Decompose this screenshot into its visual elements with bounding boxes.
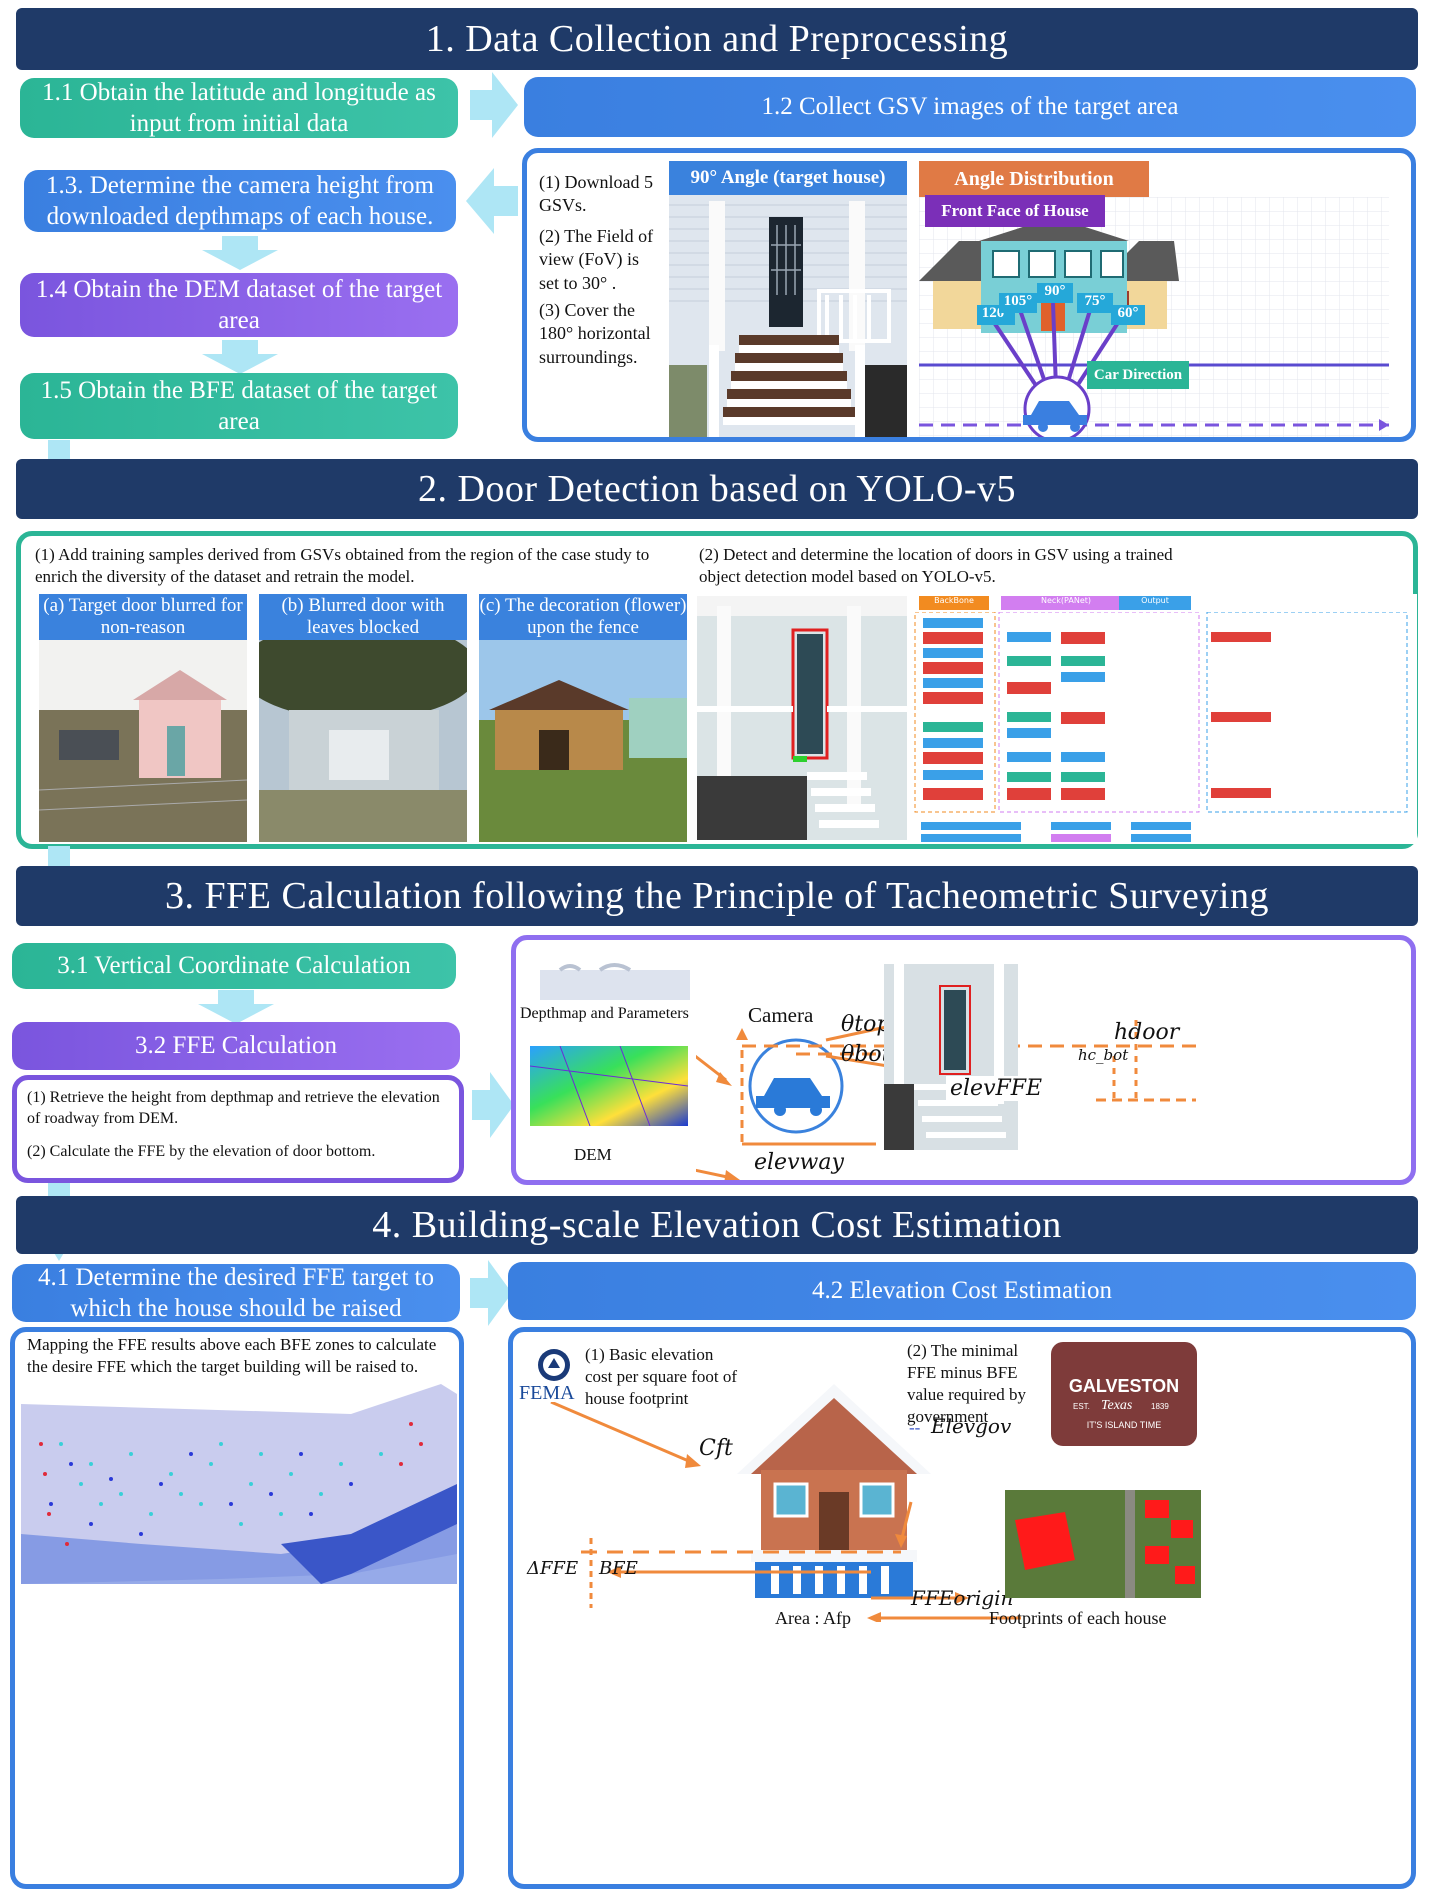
elev-ffe-label: elevFFE [946,1076,1047,1101]
caption-c: (c) The decoration (flower) upon the fen… [479,594,687,640]
right-arrow-icon [472,1072,514,1138]
galveston-year: 1839 [1151,1402,1169,1411]
bfe-map [21,1384,457,1584]
galveston-texas: Texas [1101,1398,1133,1413]
section4-header: 4. Building-scale Elevation Cost Estimat… [16,1196,1418,1254]
gsv-panel: (1) Download 5 GSVs. (2) The Field of vi… [522,148,1416,442]
h-c-bot-label: hc_bot [1078,1046,1129,1064]
sample-photo-b: (b) Blurred door with leaves blocked [259,594,467,842]
galveston-motto: IT'S ISLAND TIME [1086,1420,1162,1430]
sample-photo-c: (c) The decoration (flower) upon the fen… [479,594,687,842]
angle-label-60: 60° [1111,305,1145,325]
depthmap-label: Depthmap and Parameters [520,1005,689,1022]
fema-logo: FEMA [519,1382,575,1404]
detection-photo [697,596,907,840]
step-3-2: 3.2 FFE Calculation [12,1022,460,1070]
sample-photo-a: (a) Target door blurred for non-reason [39,594,247,842]
section1-header: 1. Data Collection and Preprocessing [16,8,1418,70]
door-detection-panel: (1) Add training samples derived from GS… [16,531,1418,849]
step-1-3: 1.3. Determine the camera height from do… [24,170,456,232]
door-photo [884,964,1018,1150]
dash-legend: -- [909,1418,921,1437]
step-4-2: 4.2 Elevation Cost Estimation [508,1262,1416,1320]
bfe-map-panel: Mapping the FFE results above each BFE z… [10,1327,464,1889]
yolo-blocks [914,612,1408,842]
step-3-1: 3.1 Vertical Coordinate Calculation [12,943,456,989]
left-arrow-icon [466,168,518,234]
depthmap-image [540,960,690,1000]
footprints-map [1005,1490,1201,1598]
photo-b-scene [259,640,467,842]
detection-text-1: (1) Add training samples derived from GS… [35,545,650,587]
neck-header: Neck(PANet) [1001,596,1131,610]
section2-header: 2. Door Detection based on YOLO-v5 [16,459,1418,519]
gsv-note-1: (1) Download 5 GSVs. [539,172,653,216]
gsv-note-3: (3) Cover the 180° horizontal surroundin… [539,300,651,367]
theta-top-label: θtop [841,1012,891,1037]
galveston-logo: GALVESTON Texas EST. 1839 IT'S ISLAND TI… [1051,1342,1197,1446]
target-house-photo: 90° Angle (target house) [669,161,907,437]
section3-header: 3. FFE Calculation following the Princip… [16,866,1418,926]
angle-label-90: 90° [1037,283,1073,303]
cost-estimation-panel: FEMA (1) Basic elevation cost per square… [508,1327,1416,1889]
caption-a: (a) Target door blurred for non-reason [39,594,247,640]
front-face-label: Front Face of House [925,195,1105,227]
photo-c-scene [479,640,687,842]
h-door-label: hdoor [1114,1020,1180,1045]
cost-text-2: (2) The minimal FFE minus BFE value requ… [907,1341,1026,1427]
elev-way-label: elevway [754,1150,844,1175]
tacheometric-panel: Depthmap and Parameters DEM Camera θtop … [511,935,1416,1185]
galveston-est: EST. [1073,1402,1090,1411]
ffe-origin-label: FFEorigin [911,1586,1014,1610]
down-arrow-icon [202,340,278,374]
cost-arrows [550,1402,1021,1622]
step-1-5: 1.5 Obtain the BFE dataset of the target… [20,373,458,439]
angle-label-75: 75° [1077,293,1113,313]
ffe-text-panel: (1) Retrieve the height from depthmap an… [12,1075,464,1183]
ffe-text-1: (1) Retrieve the height from depthmap an… [27,1089,440,1127]
dem-label: DEM [574,1145,612,1164]
c-ft-label: Cft [699,1436,733,1461]
bfe-label: BFE [599,1558,638,1579]
raised-house-illustration [737,1384,931,1598]
map-text: Mapping the FFE results above each BFE z… [27,1335,437,1377]
yolo-architecture: BackBone Neck(PANet) Output [911,594,1417,844]
house-illustration [669,195,907,437]
detection-text-2: (2) Detect and determine the location of… [699,545,1173,587]
galveston-name: GALVESTON [1068,1376,1180,1396]
delta-ffe-label: ΔFFE [527,1558,579,1579]
output-header: Output [1119,596,1191,610]
area-label: Area : Afp [775,1608,851,1628]
angle-title: Angle Distribution [919,161,1149,197]
right-arrow-icon [470,1260,512,1326]
elev-gov-label: Elevgov [931,1414,1012,1438]
angle-label-105: 105° [999,293,1037,313]
tacheometric-diagram [696,1020,1196,1180]
right-arrow-icon [470,72,518,138]
caption-b: (b) Blurred door with leaves blocked [259,594,467,640]
ffe-text-2: (2) Calculate the FFE by the elevation o… [27,1143,376,1160]
down-arrow-icon [198,990,274,1024]
step-1-1: 1.1 Obtain the latitude and longitude as… [20,78,458,138]
dem-image [530,1046,688,1126]
step-1-2: 1.2 Collect GSV images of the target are… [524,77,1416,137]
gsv-note-2: (2) The Field of view (FoV) is set to 30… [539,226,654,293]
theta-bot-label: θbot [841,1042,891,1067]
step-4-1: 4.1 Determine the desired FFE target to … [12,1264,460,1322]
footprints-label: Footprints of each house [989,1608,1167,1628]
car-direction-label: Car Direction [1087,361,1189,389]
photo-a-scene [39,640,247,842]
down-arrow-icon [202,236,278,270]
backbone-header: BackBone [919,596,989,610]
step-1-4: 1.4 Obtain the DEM dataset of the target… [20,273,458,337]
cost-text-1: (1) Basic elevation cost per square foot… [585,1345,738,1409]
dhs-seal-icon [538,1349,570,1381]
photo-label: 90° Angle (target house) [669,161,907,195]
camera-label: Camera [748,1003,814,1027]
